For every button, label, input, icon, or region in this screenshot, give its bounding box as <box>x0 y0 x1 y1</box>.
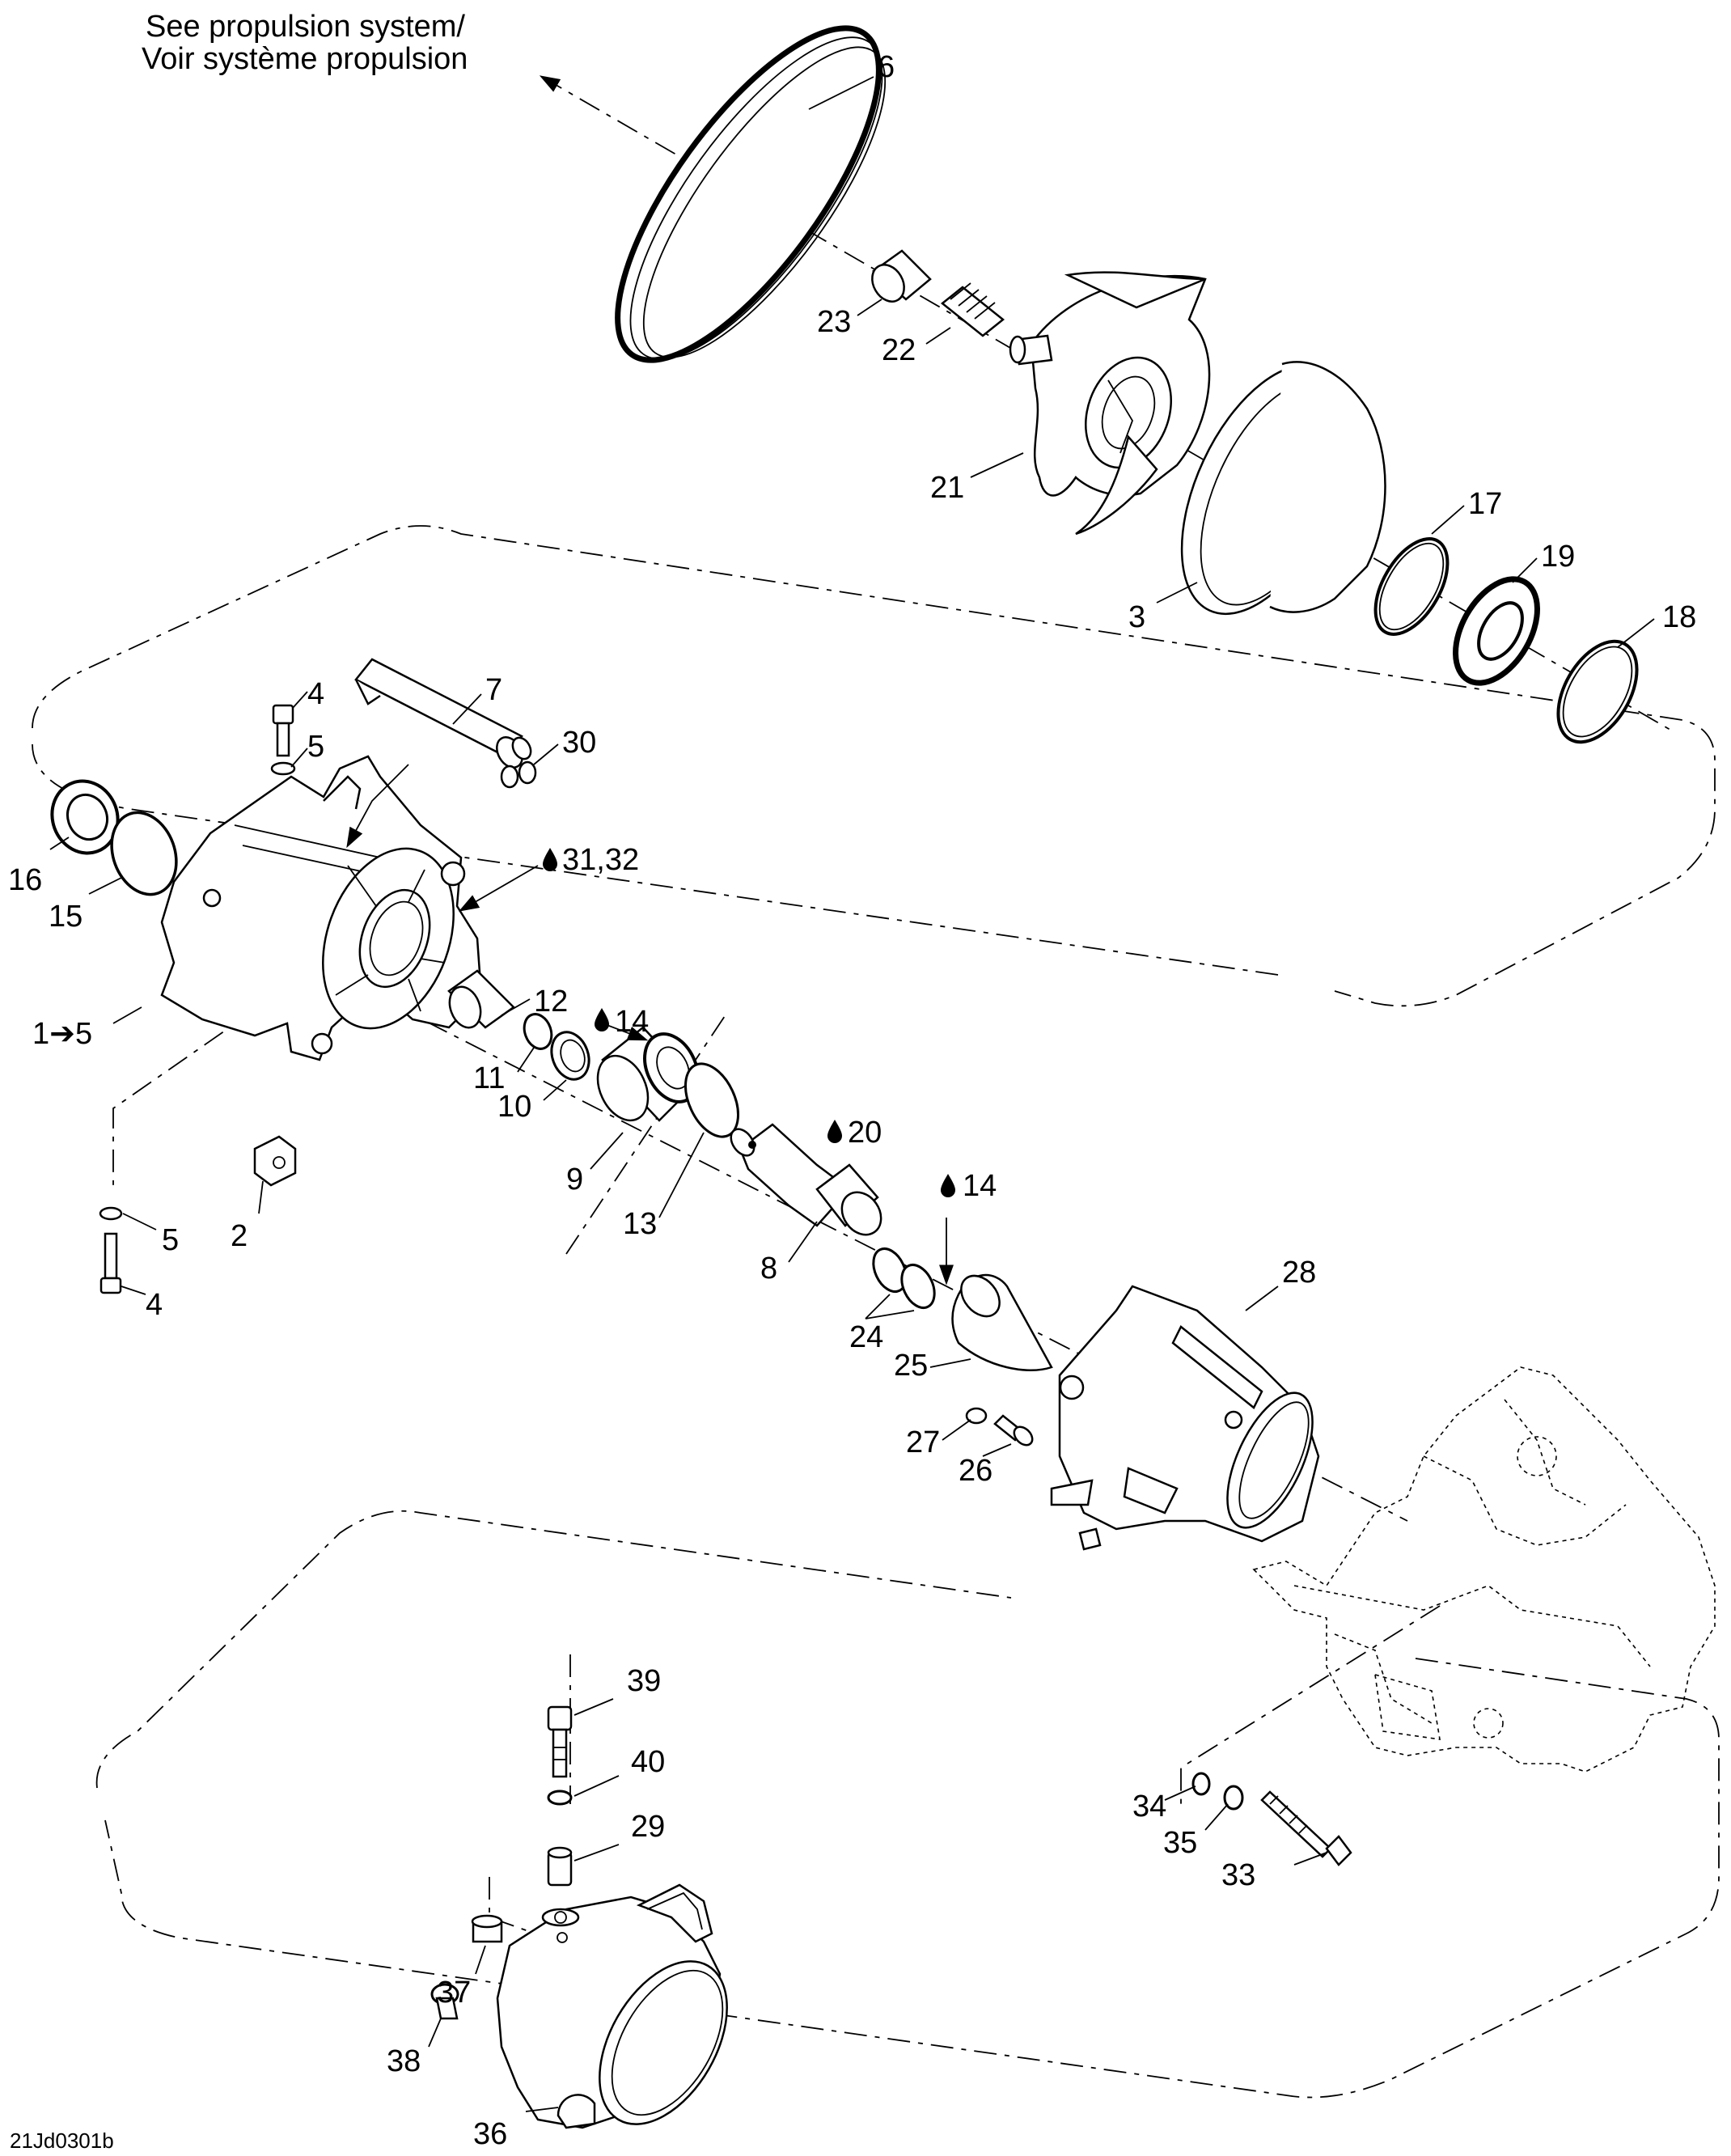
part-40-washer <box>547 1790 573 1806</box>
callout-2: 2 <box>231 1219 248 1253</box>
callout-16: 16 <box>8 863 42 897</box>
callout-8: 8 <box>760 1252 777 1286</box>
callout-5-lower: 5 <box>162 1223 179 1257</box>
part-34-washer <box>1191 1772 1211 1796</box>
callout-13: 13 <box>623 1207 657 1241</box>
callout-35: 35 <box>1163 1826 1197 1860</box>
callout-27: 27 <box>906 1425 940 1459</box>
callout-labels: 6 23 22 21 17 19 18 3 7 30 4 5 16 15 31,… <box>8 50 1696 2151</box>
callout-20: 20 <box>848 1116 882 1150</box>
part-33-bolt <box>1260 1790 1352 1866</box>
part-8-shaft <box>730 1123 882 1236</box>
callout-7: 7 <box>485 673 502 707</box>
reference-line-2: Voir système propulsion <box>142 42 468 76</box>
group-outline-lower <box>95 1510 1720 2099</box>
callout-4-upper: 4 <box>307 677 324 711</box>
callout-3: 3 <box>1128 600 1145 634</box>
callout-33: 33 <box>1221 1858 1255 1892</box>
callout-10: 10 <box>497 1090 531 1124</box>
leader-lines <box>49 76 1655 2112</box>
callout-11: 11 <box>473 1061 505 1095</box>
part-23-sleeve <box>871 249 932 303</box>
part-26-screw <box>993 1414 1034 1447</box>
part-7-tube <box>354 658 532 769</box>
part-17-circlip <box>1373 537 1450 636</box>
part-5-washer-lower <box>99 1206 123 1221</box>
part-13-circlip <box>684 1062 739 1138</box>
callout-34: 34 <box>1132 1790 1166 1823</box>
drawing-code: 21Jd0301b <box>10 2128 114 2153</box>
part-3-sleeve-ring <box>1180 361 1386 616</box>
callout-9: 9 <box>566 1163 583 1197</box>
part-38-bushing <box>430 1983 459 2020</box>
callout-25: 25 <box>894 1349 928 1383</box>
callout-19: 19 <box>1541 540 1575 574</box>
part-35-washer <box>1223 1785 1244 1811</box>
oil-drop-icon <box>595 1008 609 1031</box>
part-36-nozzle <box>496 1883 728 2129</box>
callout-40: 40 <box>631 1745 665 1779</box>
callout-24: 24 <box>849 1320 883 1354</box>
part-2-square-nut <box>253 1135 297 1187</box>
part-12-bushing <box>447 969 515 1029</box>
callout-29: 29 <box>631 1810 665 1844</box>
callout-3132: 31,32 <box>562 843 639 877</box>
callout-39: 39 <box>627 1664 661 1698</box>
part-22-stud <box>940 282 1005 337</box>
part-37-bushing <box>471 1914 503 1943</box>
callout-38: 38 <box>387 2044 421 2078</box>
part-39-bolt <box>547 1705 573 1778</box>
callout-6: 6 <box>878 50 895 84</box>
part-30-o-rings <box>500 760 537 789</box>
callout-23: 23 <box>817 305 851 339</box>
part-24-o-rings <box>872 1247 936 1309</box>
callout-1-5: 1➔5 <box>32 1017 92 1051</box>
oil-drop-icon <box>941 1174 955 1197</box>
callout-14-upper: 14 <box>615 1005 649 1039</box>
callout-14-lower: 14 <box>963 1169 997 1203</box>
callout-15: 15 <box>49 900 83 934</box>
part-5-washer-upper <box>270 761 296 776</box>
callout-21: 21 <box>930 471 964 505</box>
part-1-pump-housing <box>160 755 483 1061</box>
part-19-seal <box>1453 576 1540 686</box>
reference-line-1: See propulsion system/ <box>146 10 465 44</box>
oil-drop-icon <box>827 1120 842 1143</box>
part-18-o-ring <box>1556 639 1639 744</box>
part-16-seal <box>50 779 120 855</box>
callout-5-upper: 5 <box>307 730 324 764</box>
callout-4-lower: 4 <box>146 1288 163 1322</box>
part-10-washer <box>550 1031 590 1081</box>
callout-17: 17 <box>1468 487 1502 521</box>
oil-drop-icon <box>543 848 557 871</box>
callout-28: 28 <box>1282 1256 1316 1290</box>
callout-18: 18 <box>1662 600 1696 634</box>
part-9-bearing <box>596 1026 700 1122</box>
part-6-wear-ring <box>615 25 887 363</box>
part-21-impeller <box>1009 271 1211 536</box>
part-29-bushing <box>547 1846 573 1887</box>
reference-bracket-dotted <box>1252 1366 1716 1773</box>
group-outline-upper <box>32 525 1716 1007</box>
callout-37: 37 <box>437 1976 471 2010</box>
callout-30: 30 <box>562 726 596 760</box>
part-27-washer <box>965 1407 988 1425</box>
part-28-venturi <box>1050 1285 1320 1551</box>
part-11-o-ring <box>523 1013 553 1050</box>
callout-12: 12 <box>534 985 568 1019</box>
part-4-bolt-upper <box>272 704 294 757</box>
callout-36: 36 <box>473 2117 507 2151</box>
callout-26: 26 <box>959 1454 992 1488</box>
part-25-cone <box>951 1273 1053 1371</box>
part-4-bolt-lower <box>99 1232 122 1294</box>
part-15-o-ring <box>110 811 178 896</box>
callout-22: 22 <box>882 333 916 367</box>
